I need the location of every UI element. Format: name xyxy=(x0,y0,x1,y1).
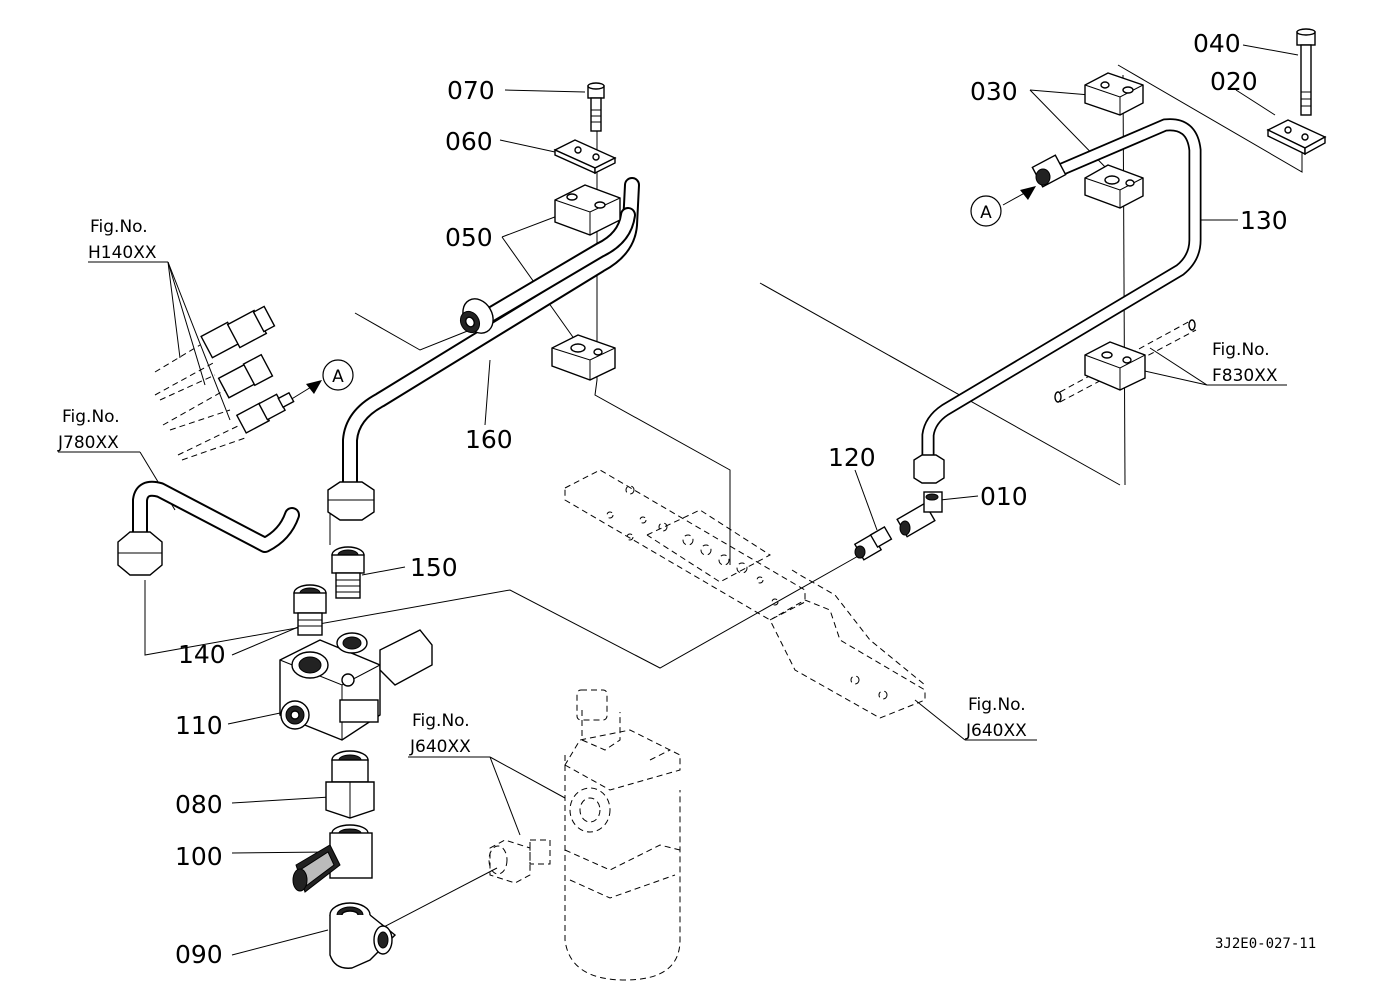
bracket-j640xx xyxy=(564,469,926,719)
part-label-110: 110 xyxy=(175,711,223,740)
part-label-080: 080 xyxy=(175,790,223,819)
pipe-130-nut xyxy=(1031,154,1067,188)
bolt-070 xyxy=(587,82,605,132)
part-label-040: 040 xyxy=(1193,29,1241,58)
bolt-040 xyxy=(1296,28,1316,116)
fitting-150 xyxy=(331,546,365,599)
fitting-140 xyxy=(293,584,327,636)
ref-h140xx: Fig.No. H140XX xyxy=(88,217,157,263)
svg-text:Fig.No.: Fig.No. xyxy=(90,217,148,237)
svg-text:Fig.No.: Fig.No. xyxy=(1212,340,1270,360)
filter-adapter xyxy=(488,839,551,884)
part-label-130: 130 xyxy=(1240,206,1288,235)
pipe-sleeve xyxy=(459,298,494,334)
hose-set-h140xx xyxy=(154,305,295,461)
part-label-120: 120 xyxy=(828,443,876,472)
svg-text:A: A xyxy=(332,367,344,387)
pipe-f830xx xyxy=(1054,319,1197,403)
part-label-060: 060 xyxy=(445,127,493,156)
clamp-block-050-lower xyxy=(551,334,616,381)
svg-text:J640XX: J640XX xyxy=(965,721,1027,741)
drawing-code: 3J2E0-027-11 xyxy=(1215,936,1316,952)
svg-text:H140XX: H140XX xyxy=(88,243,157,263)
elbow-090 xyxy=(329,902,397,969)
filter-j640xx xyxy=(564,689,681,981)
ref-j640xx-bracket: Fig.No. J640XX xyxy=(965,695,1027,741)
connection-marker-a-left: A xyxy=(322,359,354,391)
svg-text:J640XX: J640XX xyxy=(409,737,471,757)
svg-text:Fig.No.: Fig.No. xyxy=(412,711,470,731)
part-label-090: 090 xyxy=(175,940,223,969)
part-label-020: 020 xyxy=(1210,67,1258,96)
part-label-100: 100 xyxy=(175,842,223,871)
ref-j640xx-filter: Fig.No. J640XX xyxy=(409,711,471,757)
pipe-j780xx xyxy=(117,480,300,576)
part-label-070: 070 xyxy=(447,76,495,105)
plate-060 xyxy=(553,139,617,175)
valve-body-110 xyxy=(279,629,433,741)
svg-text:A: A xyxy=(980,203,992,223)
svg-text:J780XX: J780XX xyxy=(57,433,119,453)
drain-valve-100 xyxy=(292,824,373,893)
hose-fitting-lower xyxy=(235,391,295,434)
connection-marker-a-right: A xyxy=(970,195,1002,227)
ref-f830xx: Fig.No. F830XX xyxy=(1212,340,1278,386)
pipe-130 xyxy=(913,118,1202,484)
part-label-030: 030 xyxy=(970,77,1018,106)
part-labels: 010 020 030 040 050 060 070 080 090 100 … xyxy=(175,29,1288,969)
fitting-120 xyxy=(853,525,893,561)
svg-text:Fig.No.: Fig.No. xyxy=(62,407,120,427)
hose-fitting-upper xyxy=(200,305,276,359)
clamp-block-050-upper xyxy=(554,184,621,236)
ref-j780xx: Fig.No. J780XX xyxy=(57,407,120,453)
part-label-160: 160 xyxy=(465,425,513,454)
part-label-150: 150 xyxy=(410,553,458,582)
hose-fitting-middle xyxy=(217,353,274,399)
pipe-160 xyxy=(327,177,640,521)
part-label-010: 010 xyxy=(980,482,1028,511)
elbow-010 xyxy=(896,491,943,538)
fitting-080 xyxy=(325,750,375,819)
plate-020 xyxy=(1266,119,1327,156)
svg-text:F830XX: F830XX xyxy=(1212,366,1278,386)
reference-labels: Fig.No. H140XX Fig.No. J780XX Fig.No. F8… xyxy=(57,217,1278,757)
svg-text:Fig.No.: Fig.No. xyxy=(968,695,1026,715)
part-label-140: 140 xyxy=(178,640,226,669)
clamp-block-030-lower xyxy=(1084,164,1144,209)
part-label-050: 050 xyxy=(445,223,493,252)
clamp-block-030-upper xyxy=(1084,72,1144,116)
